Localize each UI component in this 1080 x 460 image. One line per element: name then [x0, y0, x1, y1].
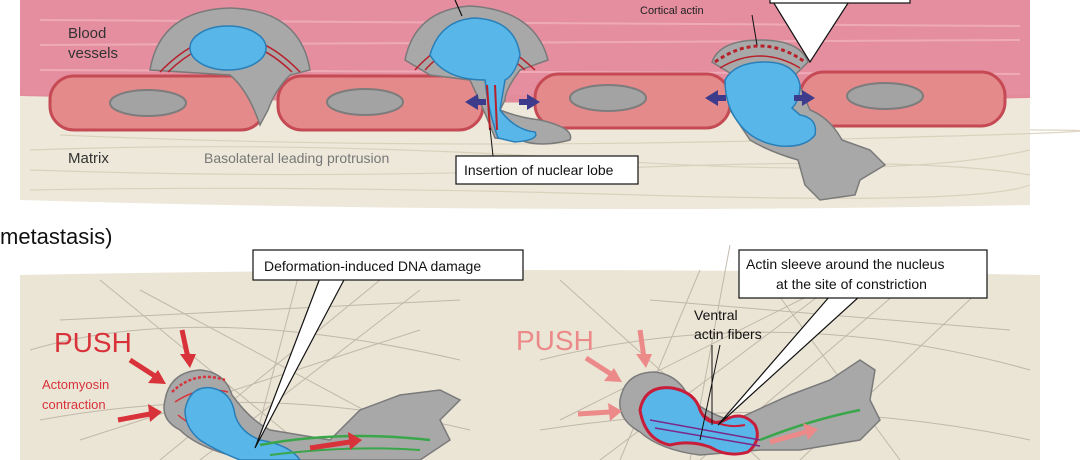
dna-damage-callout-box [252, 249, 524, 281]
nucleus-right [638, 386, 759, 456]
actin-fiber-green-right [759, 408, 861, 442]
ventral-pointer-2 [699, 344, 721, 441]
arrow-left-1 [465, 94, 486, 110]
push-arrow-right-1 [584, 355, 622, 382]
matrix-label: Matrix [68, 150, 109, 167]
migrating-cell-1 [149, 7, 311, 127]
push-arrow-left-2 [179, 329, 196, 368]
insertion-label: Insertion of nuclear lobe [464, 162, 614, 178]
actin-sleeve-label-line2: at the site of constriction [776, 276, 927, 292]
push-arrow-right-3 [577, 403, 622, 421]
push-label-left: PUSH [54, 327, 132, 358]
blood-vessels-label-line2: vessels [68, 45, 118, 62]
actomyosin-mesh-left [171, 375, 226, 393]
actin-sleeve-callout-box [738, 249, 988, 299]
cortical-actin-label: Cortical actin [640, 5, 704, 17]
push-arrows-top [465, 90, 815, 110]
nucleus-2 [429, 17, 537, 143]
cortical-actin-mesh [714, 44, 806, 64]
insertion-callout-box [455, 155, 639, 185]
callout-pointer-top-right [771, 0, 851, 64]
endothelial-nucleus-4 [846, 82, 924, 110]
push-arrows-right [577, 329, 818, 445]
bottom-panel: metastasis) [0, 224, 1040, 460]
actin-fiber-green-left [259, 434, 431, 447]
migrating-cell-3 [711, 39, 887, 201]
top-panel: Blood vessels Matrix Basolateral leading… [20, 0, 1080, 209]
migrating-cell-2 [404, 5, 572, 145]
endothelial-nucleus-3 [569, 84, 647, 112]
nucleus-1 [189, 25, 267, 71]
push-label-right: PUSH [516, 325, 594, 356]
section-title: metastasis) [0, 224, 112, 249]
push-arrow-right-4 [769, 423, 818, 445]
insertion-pointer [489, 127, 494, 157]
cortical-actin-pointer [751, 14, 758, 46]
nucleus-left [184, 386, 301, 460]
callout-pointer-top-left [454, 0, 463, 17]
endothelial-nucleus-2 [326, 88, 404, 116]
ventral-label-line1: Ventral [694, 307, 738, 323]
arrow-right-1 [519, 94, 540, 110]
blood-vessels-label-line1: Blood [68, 25, 106, 42]
push-arrow-left-3 [117, 404, 162, 423]
dna-damage-label: Deformation-induced DNA damage [264, 258, 481, 274]
push-arrow-left-4 [309, 432, 362, 451]
ventral-actin-fibers [649, 419, 761, 441]
ventral-label-line2: actin fibers [694, 326, 762, 342]
actin-sleeve [699, 411, 746, 428]
arrow-left-2 [705, 90, 726, 106]
arrow-right-2 [794, 90, 815, 106]
actomyosin-label-line1: Actomyosin [42, 377, 109, 392]
actin-sleeve-label-line1: Actin sleeve around the nucleus [746, 256, 944, 272]
push-arrows-left [117, 329, 362, 451]
basolateral-label: Basolateral leading protrusion [204, 150, 389, 166]
migrating-cell-left [163, 369, 462, 460]
nucleus-3 [724, 61, 817, 148]
push-arrow-left-1 [128, 357, 166, 384]
actomyosin-label-line2: contraction [42, 397, 106, 412]
push-arrow-right-2 [636, 329, 652, 368]
endothelial-nucleus-1 [109, 89, 187, 117]
